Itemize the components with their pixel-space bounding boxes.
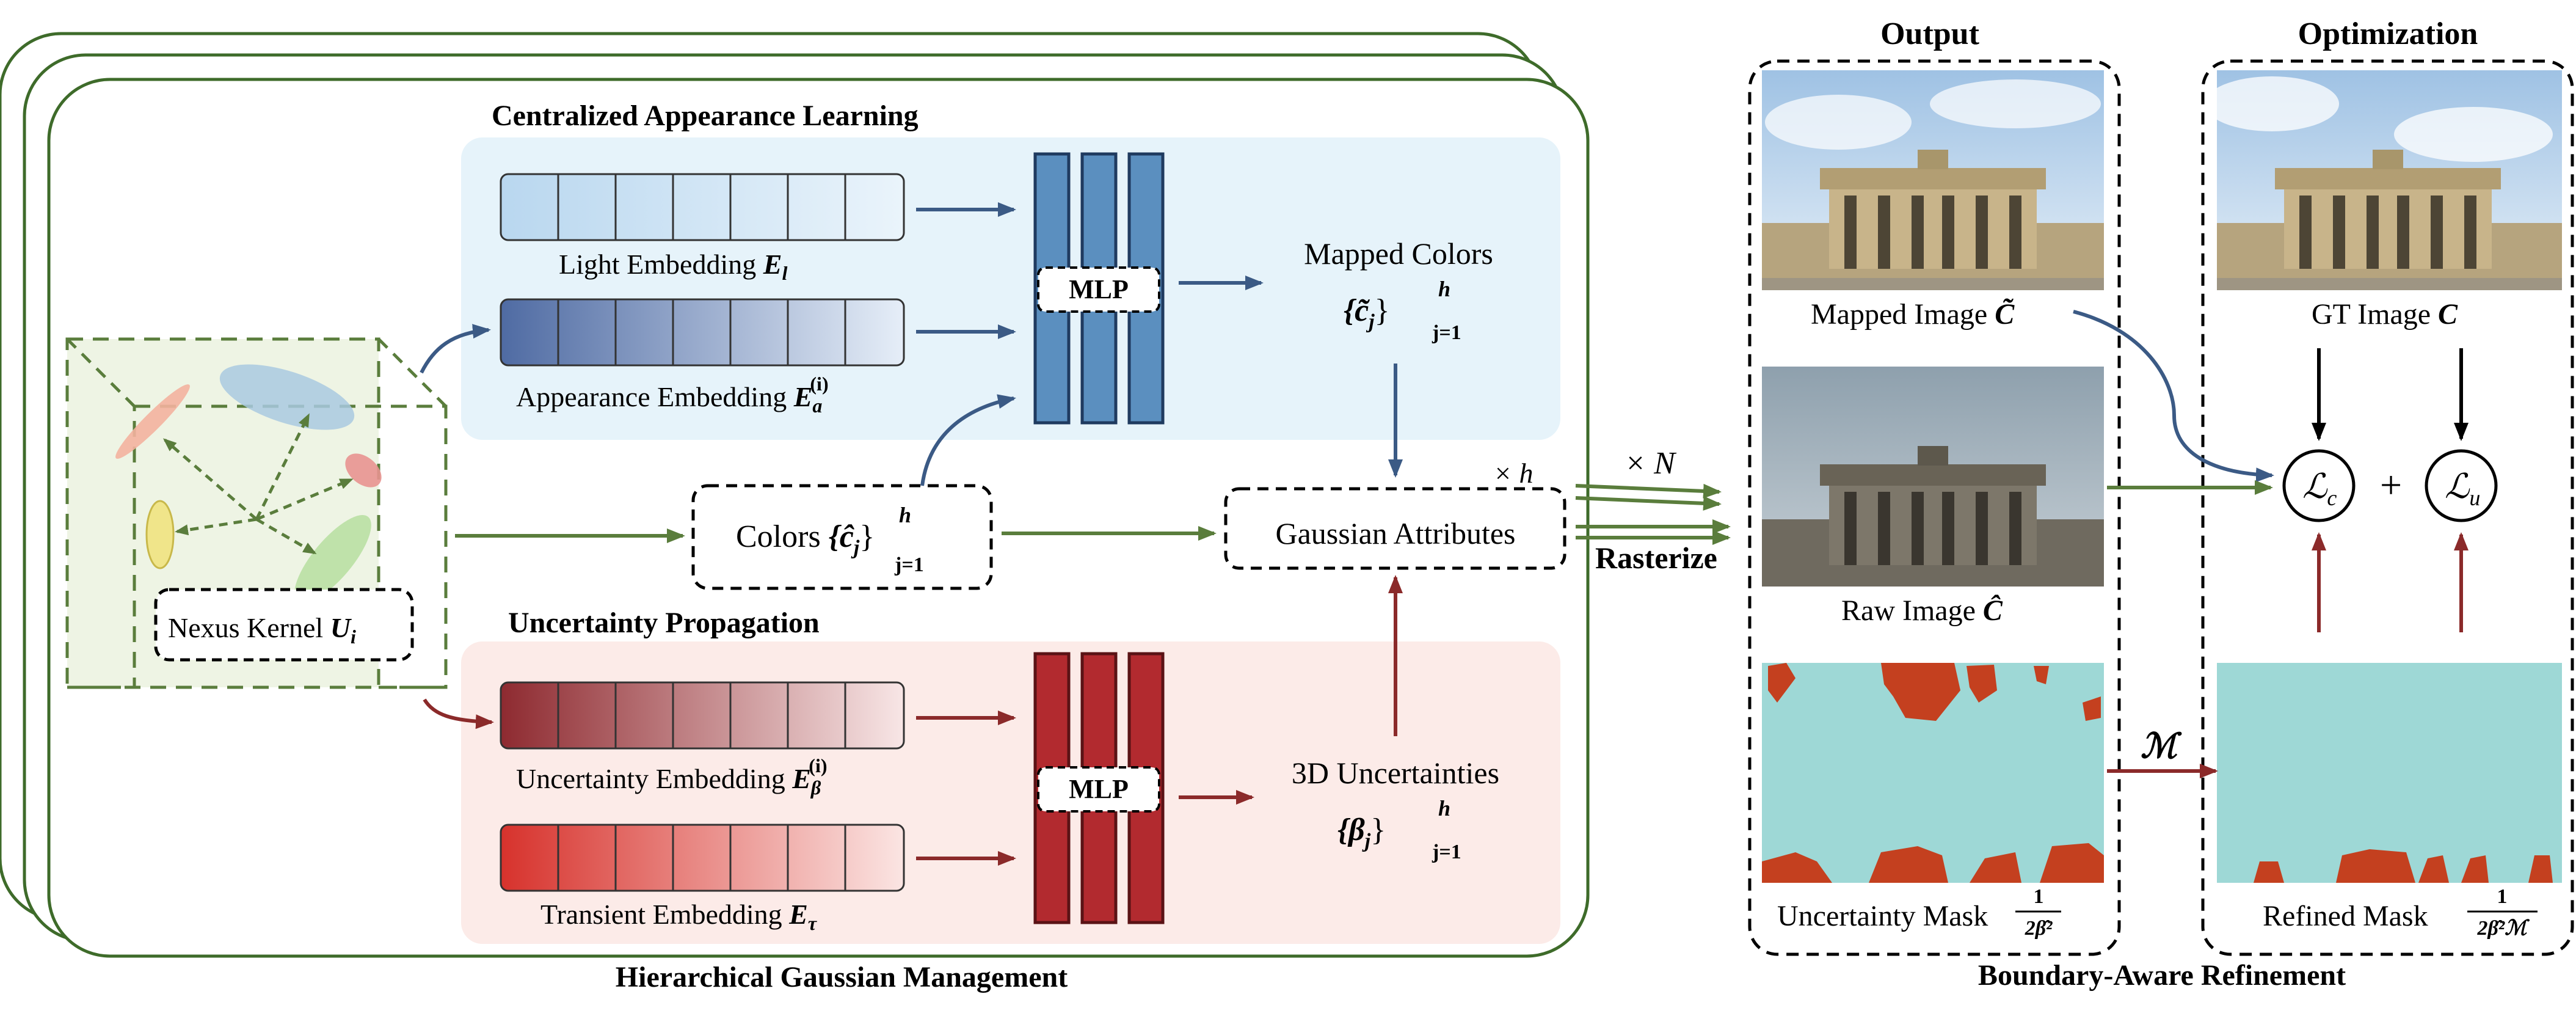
output-panel: Output Mapped Image C̃ [1748,16,2121,956]
gt-image-label: GT Image C [2312,298,2458,331]
transient-embedding: Transient Embedding Eτ [500,824,905,934]
uncertainties-node: 3D Uncertainties {βj} h j=1 [1292,756,1499,863]
refinement-caption: Boundary-Aware Refinement [1978,959,2346,992]
uncertainties-set: {βj} [1337,813,1386,852]
optimization-panel: Optimization GT Image C [2201,16,2574,956]
gaussian-green [294,515,371,603]
mapped-colors-range: j=1 [1432,321,1461,344]
uncertainties-title: 3D Uncertainties [1292,756,1499,790]
mapped-image-label: Mapped Image C̃ [1811,298,2015,331]
uncertainty-mask-frac-den: 2β̂² [2025,917,2053,940]
mask-arrow-label: ℳ [2141,728,2182,766]
loss-c-circle [2282,449,2356,522]
nexus-kernel-box [154,588,414,662]
appearance-embedding-label: Appearance Embedding Ea(i) [516,373,829,417]
mapped-colors-set: {c̃j} [1344,293,1390,333]
nexus-kernel-cube: Nexus Kernel Ui [65,337,448,689]
uncertainties-sup: h [1438,796,1450,820]
raw-image [1762,367,2104,587]
stack-copies-label: × N [1625,446,1677,481]
mlp-appearance: MLP [1033,152,1165,425]
transient-embedding-label: Transient Embedding Eτ [540,899,818,934]
pipeline-caption: Hierarchical Gaussian Management [616,961,1068,993]
colors-to-mlp-arrow [920,394,1016,486]
light-embedding-label: Light Embedding El [559,249,787,284]
loss-u-circle [2425,449,2498,522]
cube-to-appearance-arrow [420,324,491,374]
appearance-title: Centralized Appearance Learning [492,100,919,132]
mapped-colors-sup: h [1438,277,1450,301]
refined-mask-image [2217,663,2562,883]
raw-image-label: Raw Image Ĉ [1841,594,2003,627]
mapped-to-loss-c-arrow [2073,310,2274,483]
uncertainty-mask-image [1762,663,2104,883]
colors-sup: h [899,503,911,527]
mapped-image [1762,70,2104,290]
uncertainty-mask-label: Uncertainty Mask [1777,900,1988,932]
output-title: Output [1880,16,1980,51]
nexus-kernel-label: Nexus Kernel Ui [168,612,356,648]
mlp-uncertainty-label: MLP [1069,774,1129,804]
colors-label: Colors {ĉj} [736,519,875,559]
colors-node: Colors {ĉj} h j=1 [691,484,993,590]
loss-plus: + [2380,463,2402,506]
appearance-embedding: Appearance Embedding Ea(i) [500,298,905,417]
gaussian-attributes-label: Gaussian Attributes [1275,516,1515,550]
rasterize-label: Rasterize [1595,541,1717,575]
mlp-appearance-label: MLP [1069,274,1129,304]
uncertainty-title: Uncertainty Propagation [508,607,820,639]
mlp-uncertainty: MLP [1033,652,1165,924]
gaussian-pink [345,453,382,488]
loss-u: ℒu [2445,468,2480,510]
loss-c: ℒc [2302,468,2337,510]
mapped-colors: Mapped Colors {c̃j} h j=1 [1304,236,1493,344]
gaussian-attributes-node: Gaussian Attributes × h [1224,458,1566,570]
colors-range: j=1 [894,554,924,576]
refined-mask-frac-num: 1 [2497,885,2508,908]
optimization-title: Optimization [2298,16,2478,51]
gaussian-yellow [145,500,175,569]
uncertainty-embedding: Uncertainty Embedding Eβ(i) [500,681,905,799]
gaussian-orange [115,384,190,459]
light-embedding: Light Embedding El [500,173,905,284]
mapped-colors-title: Mapped Colors [1304,236,1493,271]
uncertainty-mask-frac-num: 1 [2034,885,2044,908]
uncertainty-embedding-label: Uncertainty Embedding Eβ(i) [516,755,828,799]
uncertainties-range: j=1 [1432,841,1461,863]
refined-mask-frac-den: 2β̂²ℳ [2477,917,2531,940]
gt-image [2205,70,2562,290]
refined-mask-label: Refined Mask [2263,900,2428,932]
gaussian-attributes-multiplier: × h [1493,458,1534,489]
rasterize-arrows [1575,483,1731,545]
cube-to-uncertainty-arrow [423,698,494,729]
gaussian-blue [219,364,355,430]
